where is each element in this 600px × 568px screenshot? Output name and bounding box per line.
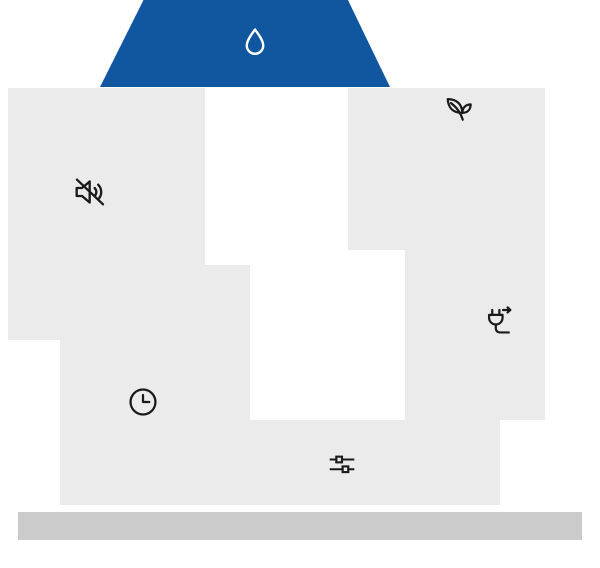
sliders-icon[interactable] [324, 446, 360, 482]
leaf-icon[interactable] [439, 92, 477, 130]
muted-speaker-icon[interactable] [70, 172, 110, 212]
panel-settings [205, 420, 500, 505]
header-banner [100, 0, 390, 87]
bottom-bar [18, 512, 582, 540]
clock-icon[interactable] [125, 384, 161, 420]
panel-plug [405, 88, 545, 420]
plug-sync-icon[interactable] [478, 303, 516, 341]
water-drop-icon [236, 24, 274, 62]
